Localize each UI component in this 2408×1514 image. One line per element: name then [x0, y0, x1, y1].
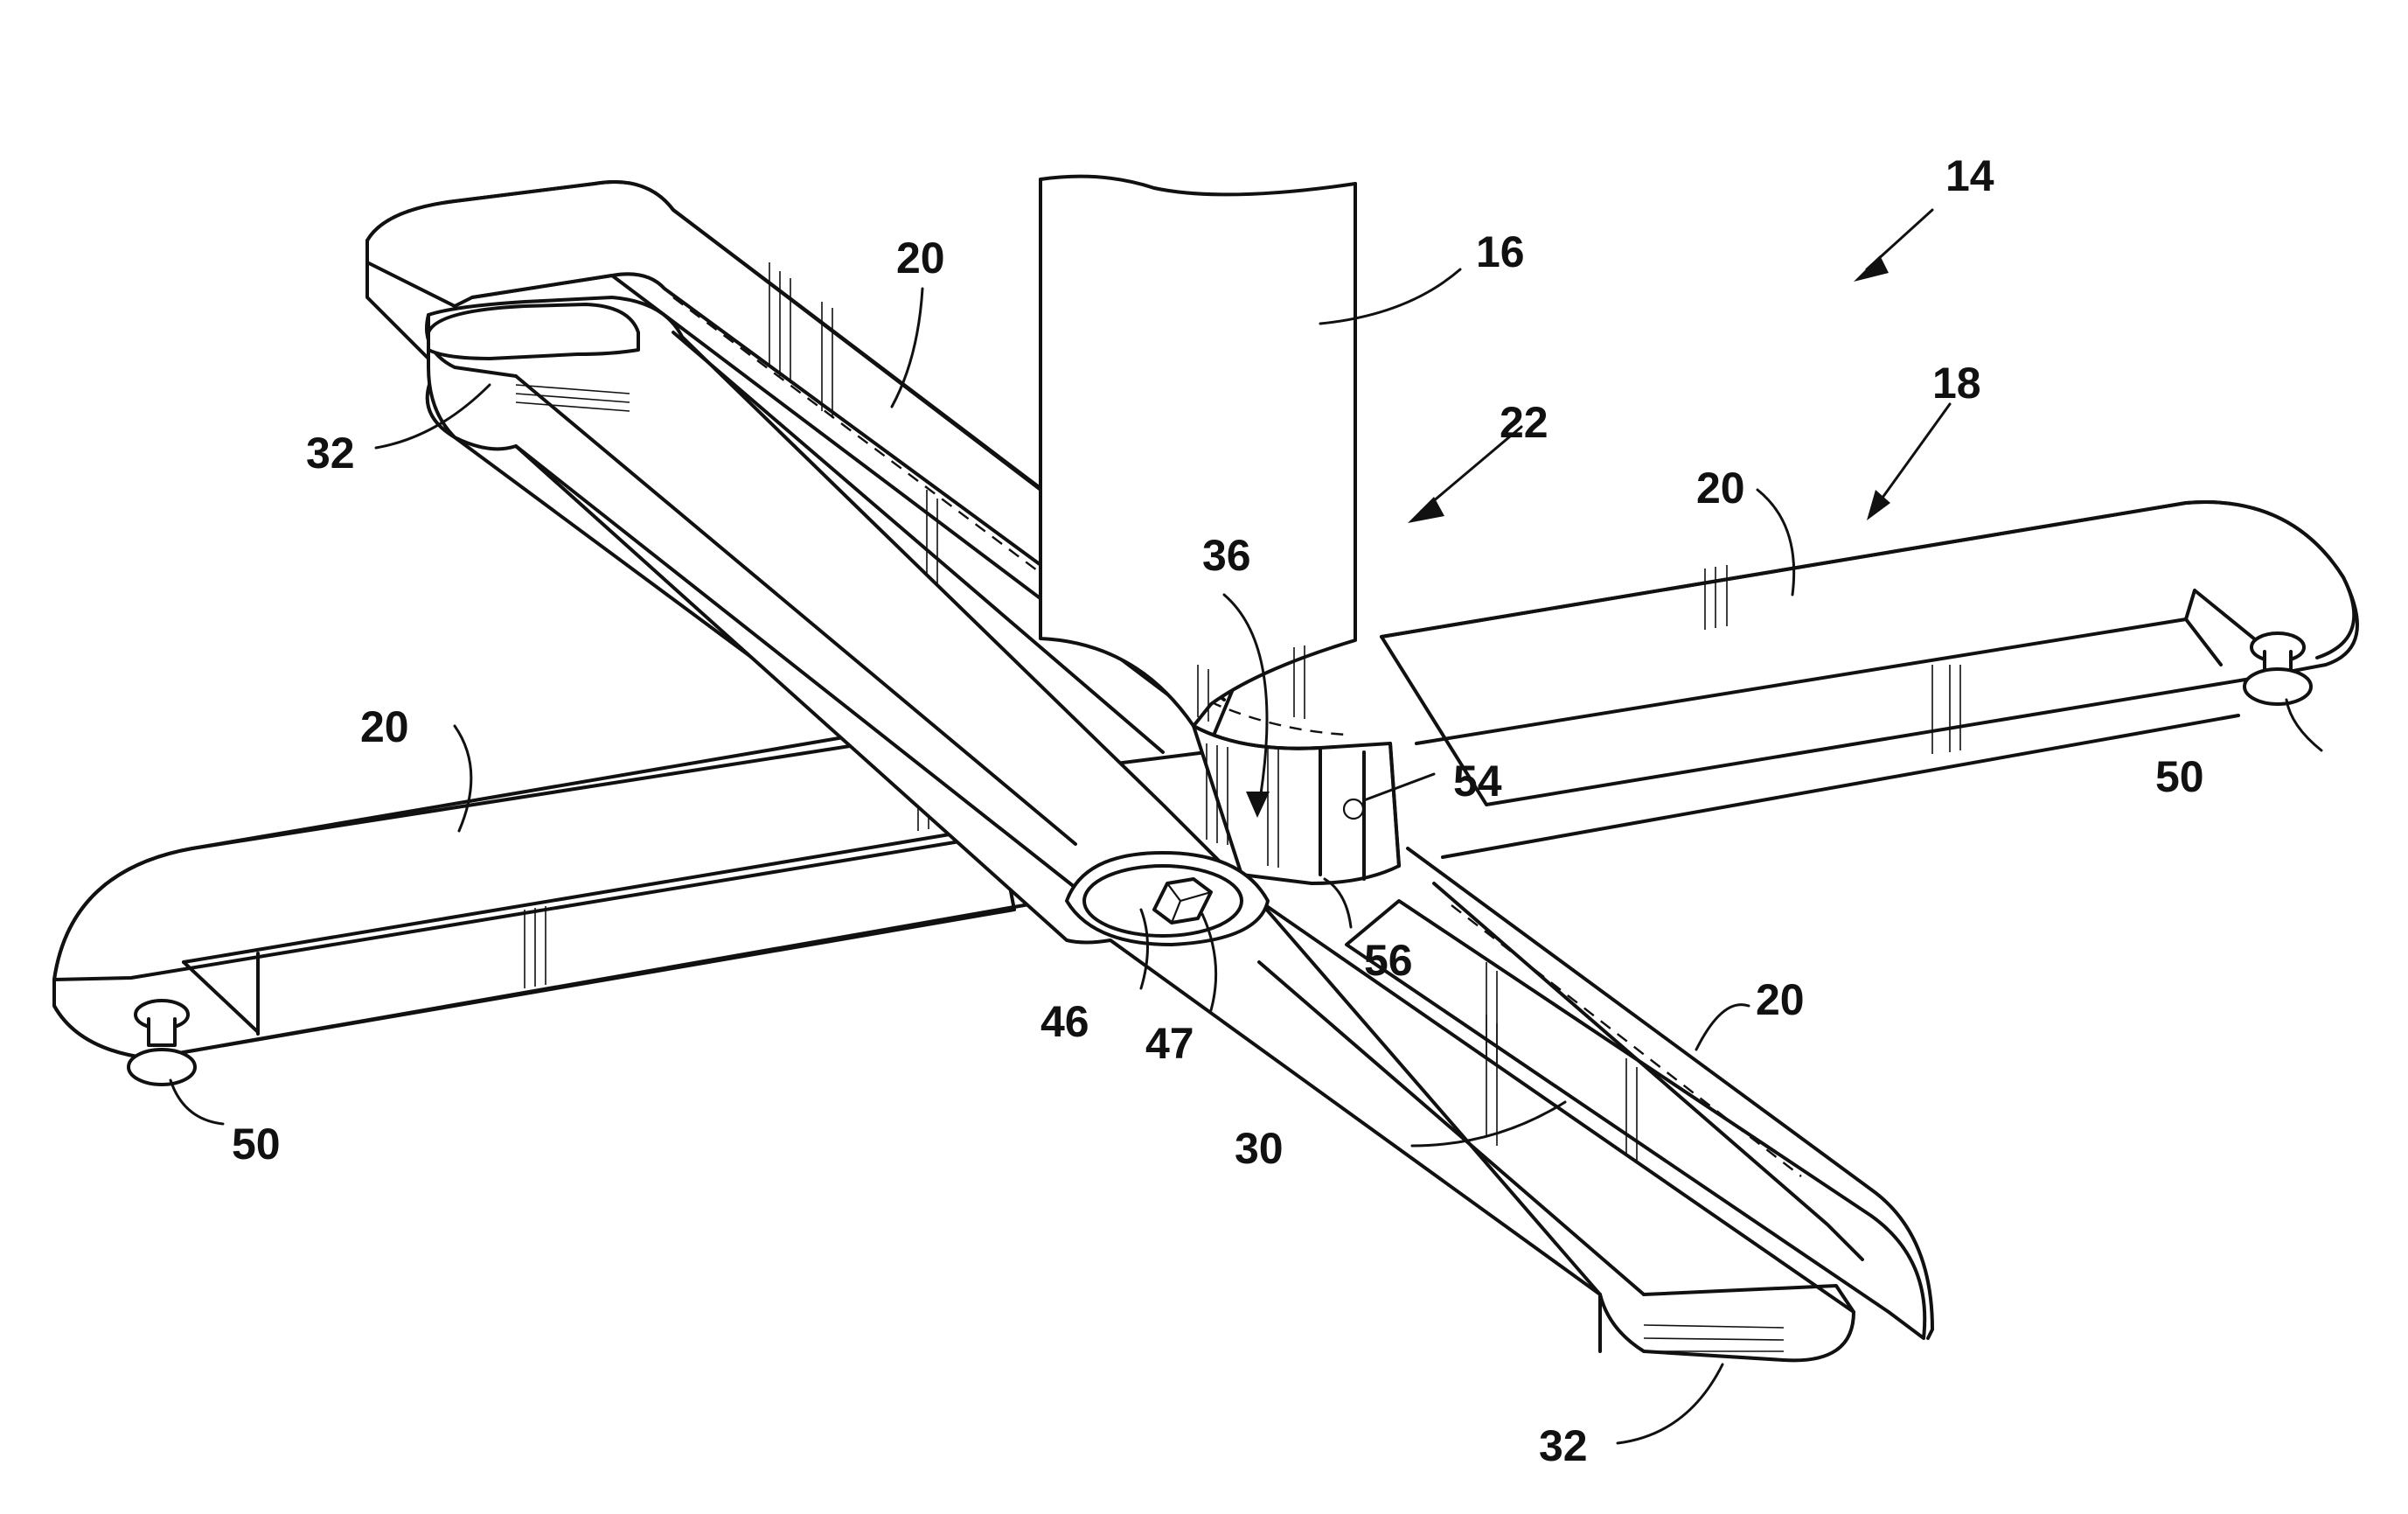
hub	[1194, 726, 1399, 883]
label-30: 30	[1235, 1124, 1284, 1173]
label-46: 46	[1040, 997, 1089, 1046]
label-16: 16	[1476, 227, 1525, 276]
label-50-left: 50	[232, 1120, 281, 1169]
post	[1040, 177, 1355, 726]
label-36: 36	[1202, 531, 1251, 580]
label-20-right: 20	[1696, 464, 1745, 513]
label-32-upper: 32	[306, 429, 355, 478]
bracket-end-upper	[428, 304, 638, 359]
label-14: 14	[1945, 151, 1994, 200]
label-50-right: 50	[2155, 752, 2204, 801]
label-20-upper-left: 20	[896, 234, 945, 283]
label-20-lower-right: 20	[1756, 975, 1805, 1024]
label-47: 47	[1145, 1019, 1194, 1068]
label-22: 22	[1500, 398, 1548, 447]
label-32-lower: 32	[1539, 1421, 1588, 1470]
label-56: 56	[1364, 936, 1413, 985]
right-arm	[1381, 502, 2357, 857]
label-54: 54	[1453, 757, 1502, 806]
label-20-left: 20	[360, 702, 409, 751]
label-18: 18	[1932, 359, 1981, 408]
